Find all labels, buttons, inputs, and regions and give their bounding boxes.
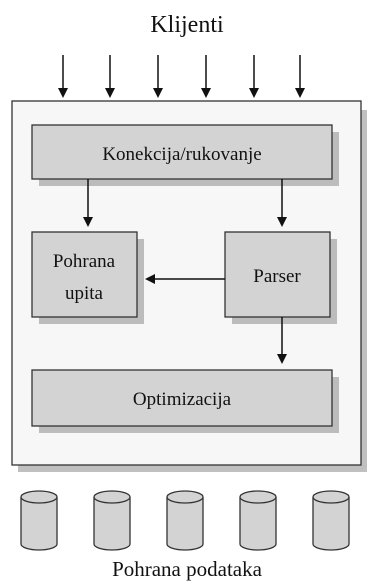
connection-box	[31, 124, 333, 180]
storage-cylinder-icon	[166, 490, 204, 551]
storage-label: Pohrana podataka	[112, 557, 263, 581]
storage-cylinder-icon	[239, 490, 277, 551]
connection-label: Konekcija/rukovanje	[102, 144, 261, 165]
parser-label: Parser	[253, 266, 301, 287]
storage-cylinder-icon	[93, 490, 131, 551]
query-cache-label-line1: Pohrana	[53, 251, 116, 272]
storage-cylinders	[20, 490, 350, 551]
query-cache-label-line2: upita	[65, 283, 104, 304]
query-cache-box	[31, 231, 138, 318]
storage-cylinder-icon	[20, 490, 58, 551]
client-arrows	[58, 55, 305, 98]
clients-label: Klijenti	[150, 12, 224, 38]
optimizer-label: Optimizacija	[133, 389, 232, 410]
parser-box	[224, 231, 331, 318]
storage-cylinder-icon	[312, 490, 350, 551]
optimizer-box	[31, 369, 333, 427]
